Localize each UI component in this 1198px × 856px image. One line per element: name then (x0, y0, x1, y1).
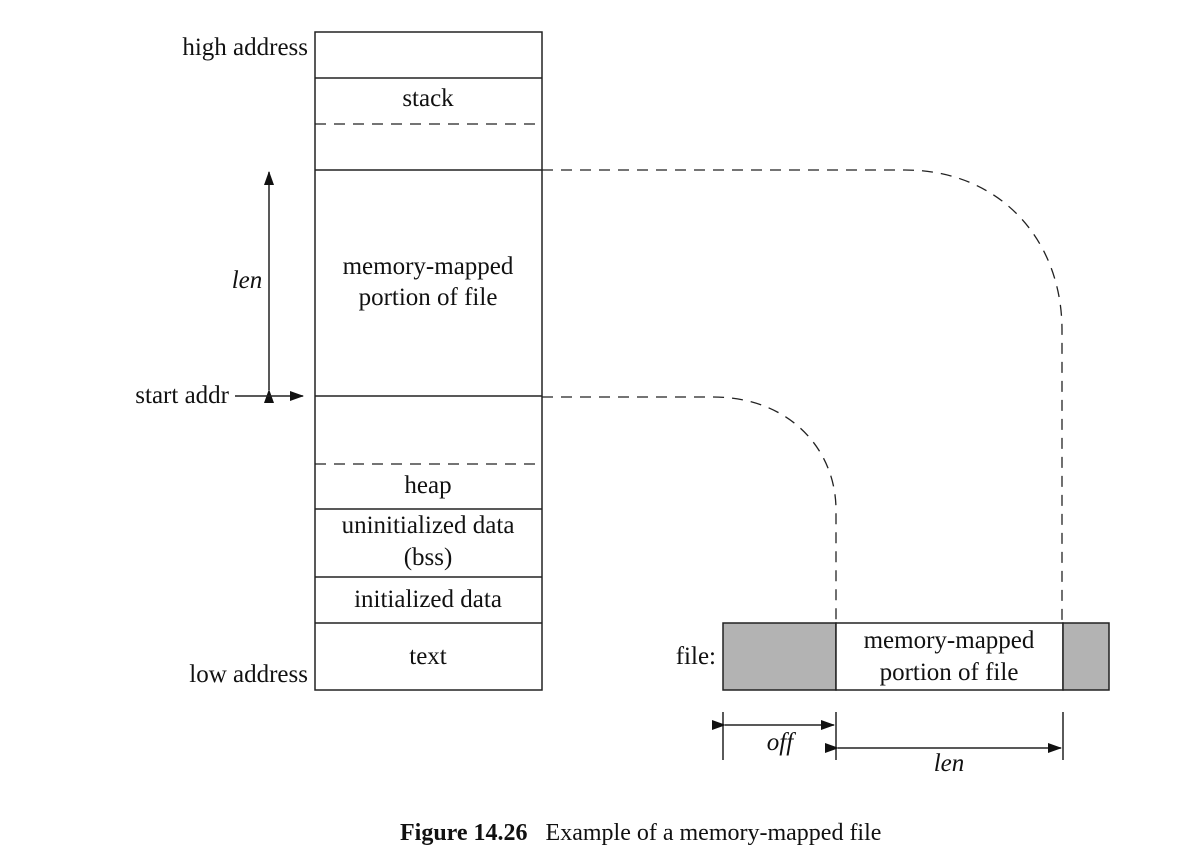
off-label: off (767, 729, 796, 756)
low-address-label: low address (189, 661, 308, 688)
caption-description: Example of a memory-mapped file (546, 820, 882, 846)
high-address-label: high address (182, 34, 308, 61)
start-addr-pointer: start addr (135, 382, 304, 409)
file-representation: file: memory-mapped portion of file (676, 622, 1110, 691)
segment-text-label: text (409, 643, 447, 670)
len-horizontal-label: len (934, 750, 965, 777)
file-mapped-label-line1: memory-mapped (864, 627, 1035, 654)
segment-initialized-label: initialized data (354, 586, 502, 613)
segment-mapped-label-line1: memory-mapped (343, 253, 514, 280)
memory-layout: stack memory-mapped portion of file heap… (182, 31, 543, 691)
segment-stack-label: stack (402, 85, 454, 112)
mapping-connector-bottom (542, 396, 837, 623)
file-mapped-region (835, 622, 1064, 691)
segment-bss-label-line1: uninitialized data (342, 512, 515, 539)
file-unmapped-suffix (1062, 622, 1110, 691)
mapping-connector-top (542, 169, 1063, 623)
start-addr-label: start addr (135, 382, 229, 409)
caption-text: Figure 14.26 Example of a memory-mapped f… (400, 820, 881, 846)
segment-bss-label-line2: (bss) (404, 544, 453, 571)
memory-column-outline (314, 31, 543, 691)
caption-figure-number: Figure 14.26 (400, 820, 528, 846)
segment-heap-label: heap (404, 472, 451, 499)
len-vertical-label: len (232, 267, 263, 294)
file-dimension-arrows: off len (712, 712, 1064, 777)
file-label: file: (676, 643, 716, 670)
file-unmapped-prefix (722, 622, 837, 691)
len-vertical-arrow: len (232, 171, 274, 403)
segment-mapped-label-line2: portion of file (359, 284, 498, 311)
file-mapped-label-line2: portion of file (880, 659, 1019, 686)
figure-caption: Figure 14.26 Example of a memory-mapped f… (400, 820, 881, 846)
